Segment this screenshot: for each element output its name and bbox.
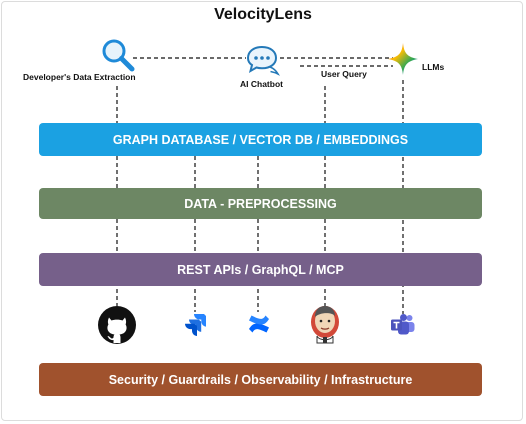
api-layer-label: REST APIs / GraphQL / MCP xyxy=(177,262,344,277)
data-extraction-label: Developer's Data Extraction xyxy=(23,72,136,82)
confluence-icon xyxy=(249,315,269,333)
user-query-label: User Query xyxy=(321,69,367,79)
search-icon xyxy=(102,39,135,72)
chat-bubbles-icon xyxy=(246,45,281,76)
teams-icon xyxy=(391,314,415,335)
api-layer: REST APIs / GraphQL / MCP xyxy=(39,253,482,286)
diagram-title: VelocityLens xyxy=(214,6,312,23)
llms-label: LLMs xyxy=(422,62,445,72)
gemini-star-icon xyxy=(388,43,418,75)
infrastructure-layer: Security / Guardrails / Observability / … xyxy=(39,363,482,396)
graph-database-label: GRAPH DATABASE / VECTOR DB / EMBEDDINGS xyxy=(112,132,409,147)
jira-icon xyxy=(185,314,206,336)
infrastructure-label: Security / Guardrails / Observability / … xyxy=(108,372,413,387)
jenkins-icon xyxy=(311,306,339,344)
data-preprocessing-layer: DATA - PREPROCESSING xyxy=(39,188,482,219)
chatbot-label: AI Chatbot xyxy=(240,79,283,89)
data-preprocessing-label: DATA - PREPROCESSING xyxy=(184,196,337,211)
github-icon xyxy=(98,306,136,344)
graph-database-layer: GRAPH DATABASE / VECTOR DB / EMBEDDINGS xyxy=(39,123,482,156)
